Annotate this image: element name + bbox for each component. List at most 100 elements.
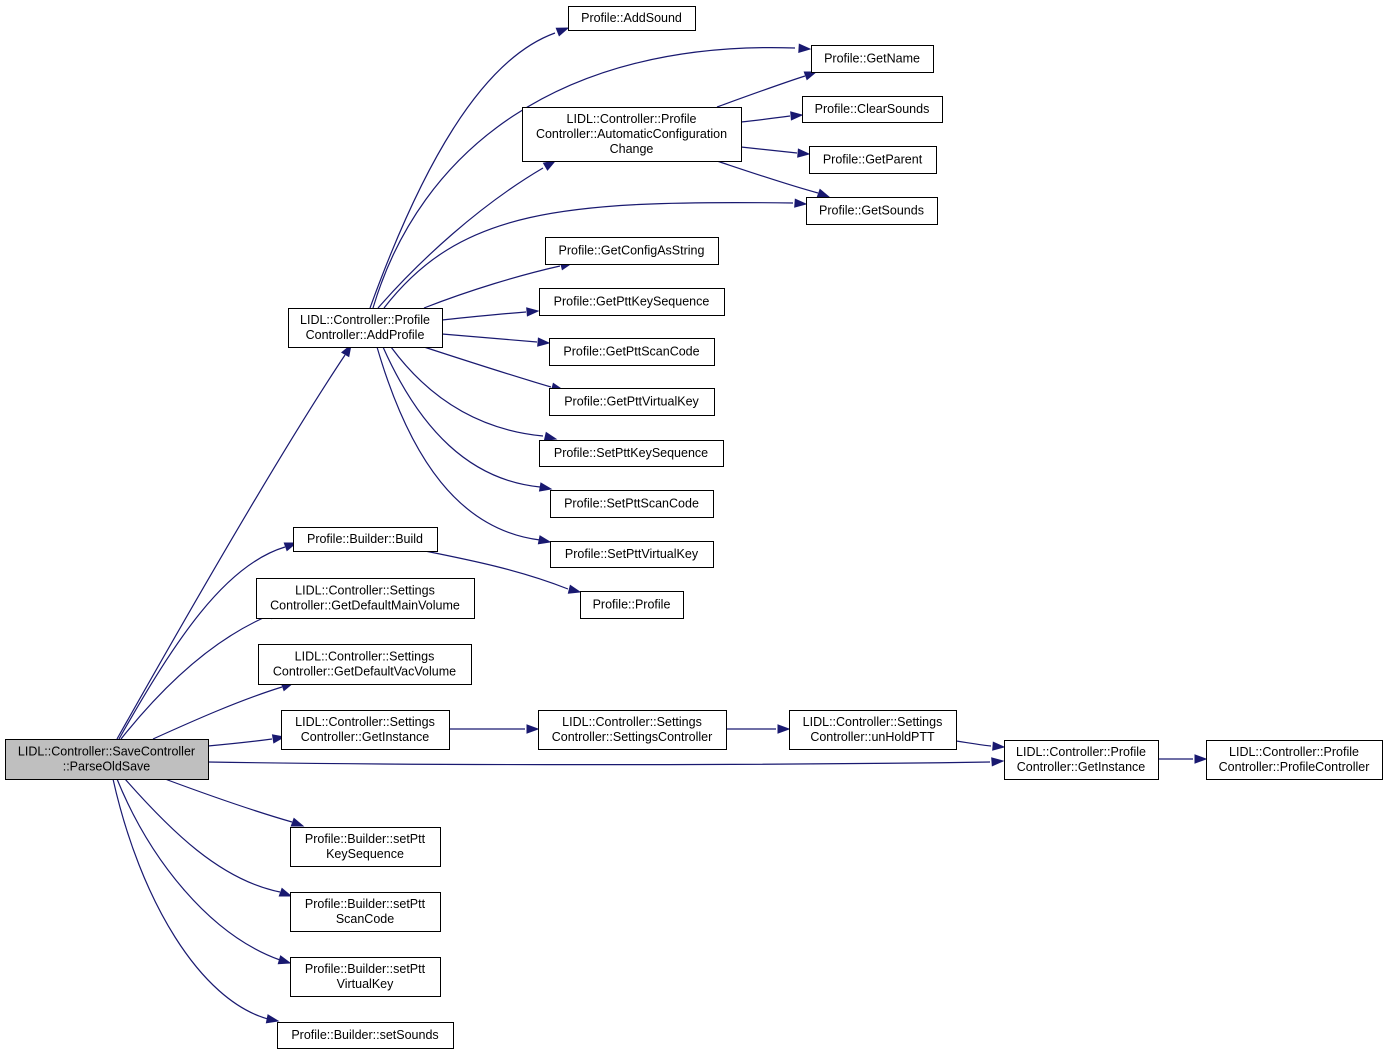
node-setKeySeq[interactable]: Profile::SetPttKeySequence bbox=[539, 440, 724, 467]
edge-line bbox=[112, 778, 269, 1020]
edge-addProfile-to-addSound bbox=[369, 27, 570, 309]
arrowhead-icon bbox=[803, 71, 818, 81]
edge-line bbox=[120, 614, 271, 740]
edge-addProfile-to-setVirt bbox=[376, 346, 552, 545]
edge-line bbox=[376, 346, 541, 541]
node-box bbox=[802, 96, 943, 123]
node-box bbox=[258, 644, 472, 685]
edges-layer bbox=[112, 27, 1208, 1024]
node-label: Profile::Builder::setSounds bbox=[291, 1028, 438, 1042]
edge-line bbox=[740, 146, 798, 154]
node-label: Profile::Builder::setPtt bbox=[305, 897, 426, 911]
arrowhead-icon bbox=[797, 148, 811, 158]
edge-root-to-defMain bbox=[120, 610, 283, 740]
arrowhead-icon bbox=[526, 307, 540, 317]
node-box bbox=[290, 957, 441, 997]
arrowhead-icon bbox=[777, 724, 791, 734]
arrowhead-icon bbox=[991, 757, 1005, 767]
node-autoConfig[interactable]: LIDL::Controller::ProfileController::Aut… bbox=[522, 107, 742, 162]
edge-settingsCtor-to-unHold bbox=[726, 724, 791, 734]
arrowhead-icon bbox=[277, 955, 292, 965]
edge-root-to-defVac bbox=[152, 682, 295, 740]
node-box bbox=[1004, 740, 1159, 780]
node-label: Profile::Profile bbox=[593, 598, 671, 612]
node-label: LIDL::Controller::Settings bbox=[562, 715, 702, 729]
edge-addProfile-to-getSounds bbox=[383, 198, 808, 309]
arrowhead-icon bbox=[265, 1014, 280, 1024]
node-box bbox=[550, 490, 714, 518]
edge-addProfile-to-getVirt bbox=[423, 346, 565, 392]
node-profCtor[interactable]: LIDL::Controller::ProfileController::Pro… bbox=[1206, 740, 1383, 780]
node-label: Profile::AddSound bbox=[581, 11, 682, 25]
edge-line bbox=[383, 201, 794, 309]
node-bSounds[interactable]: Profile::Builder::setSounds bbox=[277, 1022, 454, 1049]
node-label: KeySequence bbox=[326, 847, 404, 861]
node-label: Profile::GetParent bbox=[823, 153, 923, 167]
edge-line bbox=[369, 32, 556, 309]
node-label: ::ParseOldSave bbox=[63, 760, 151, 774]
nodes-layer: LIDL::Controller::SaveController::ParseO… bbox=[5, 6, 1383, 1049]
node-getKeySeq[interactable]: Profile::GetPttKeySequence bbox=[539, 288, 725, 316]
node-defVac[interactable]: LIDL::Controller::SettingsController::Ge… bbox=[258, 644, 472, 685]
node-label: Profile::GetSounds bbox=[819, 204, 924, 218]
node-label: Profile::GetPttVirtualKey bbox=[564, 395, 699, 409]
node-box bbox=[277, 1022, 454, 1049]
node-label: Controller::GetDefaultVacVolume bbox=[273, 665, 456, 679]
edge-line bbox=[116, 354, 346, 740]
edge-line bbox=[955, 740, 992, 747]
node-getScan[interactable]: Profile::GetPttScanCode bbox=[549, 338, 715, 366]
node-setScan[interactable]: Profile::SetPttScanCode bbox=[550, 490, 714, 518]
node-build[interactable]: Profile::Builder::Build bbox=[293, 527, 438, 552]
node-label: VirtualKey bbox=[337, 977, 394, 991]
node-addProfile[interactable]: LIDL::Controller::ProfileController::Add… bbox=[288, 308, 443, 348]
arrowhead-icon bbox=[290, 817, 305, 827]
node-box bbox=[290, 827, 441, 867]
node-getVirt[interactable]: Profile::GetPttVirtualKey bbox=[549, 388, 715, 416]
edge-root-to-settingsInst bbox=[207, 734, 286, 747]
edge-root-to-profInst bbox=[207, 757, 1005, 767]
node-box bbox=[538, 710, 727, 750]
edge-line bbox=[423, 346, 552, 388]
node-label: Profile::ClearSounds bbox=[815, 102, 930, 116]
node-getParent[interactable]: Profile::GetParent bbox=[809, 146, 937, 174]
node-box bbox=[789, 710, 957, 750]
node-box bbox=[549, 388, 715, 416]
node-settingsCtor[interactable]: LIDL::Controller::SettingsController::Se… bbox=[538, 710, 727, 750]
edge-line bbox=[207, 738, 273, 747]
node-box bbox=[293, 527, 438, 552]
edge-line bbox=[152, 686, 283, 740]
node-profInst[interactable]: LIDL::Controller::ProfileController::Get… bbox=[1004, 740, 1159, 780]
edge-line bbox=[116, 778, 281, 961]
arrowhead-icon bbox=[555, 27, 570, 37]
node-addSound[interactable]: Profile::AddSound bbox=[568, 6, 696, 31]
node-label: Controller::GetInstance bbox=[1017, 760, 1146, 774]
edge-autoConfig-to-clearSounds bbox=[740, 111, 804, 123]
node-getConfig[interactable]: Profile::GetConfigAsString bbox=[545, 237, 719, 265]
node-box bbox=[545, 237, 719, 265]
node-label: Profile::GetPttKeySequence bbox=[554, 295, 710, 309]
node-label: Controller::AddProfile bbox=[306, 328, 425, 342]
node-unHold[interactable]: LIDL::Controller::SettingsController::un… bbox=[789, 710, 957, 750]
edge-line bbox=[441, 333, 538, 343]
node-box bbox=[281, 710, 450, 750]
node-profileCtor[interactable]: Profile::Profile bbox=[580, 591, 684, 619]
node-box bbox=[5, 739, 209, 780]
arrowhead-icon bbox=[537, 337, 551, 347]
edge-line bbox=[118, 546, 286, 740]
node-getName[interactable]: Profile::GetName bbox=[811, 45, 934, 73]
node-label: LIDL::Controller::Settings bbox=[295, 584, 435, 598]
edge-line bbox=[423, 265, 561, 309]
node-settingsInst[interactable]: LIDL::Controller::SettingsController::Ge… bbox=[281, 710, 450, 750]
edge-autoConfig-to-getName bbox=[716, 71, 818, 108]
node-getSounds[interactable]: Profile::GetSounds bbox=[806, 197, 938, 225]
arrowhead-icon bbox=[543, 431, 558, 441]
node-defMain[interactable]: LIDL::Controller::SettingsController::Ge… bbox=[256, 578, 475, 619]
node-box bbox=[256, 578, 475, 619]
node-clearSounds[interactable]: Profile::ClearSounds bbox=[802, 96, 943, 123]
edge-line bbox=[164, 778, 293, 823]
node-box bbox=[550, 541, 714, 568]
node-setVirt[interactable]: Profile::SetPttVirtualKey bbox=[550, 541, 714, 568]
